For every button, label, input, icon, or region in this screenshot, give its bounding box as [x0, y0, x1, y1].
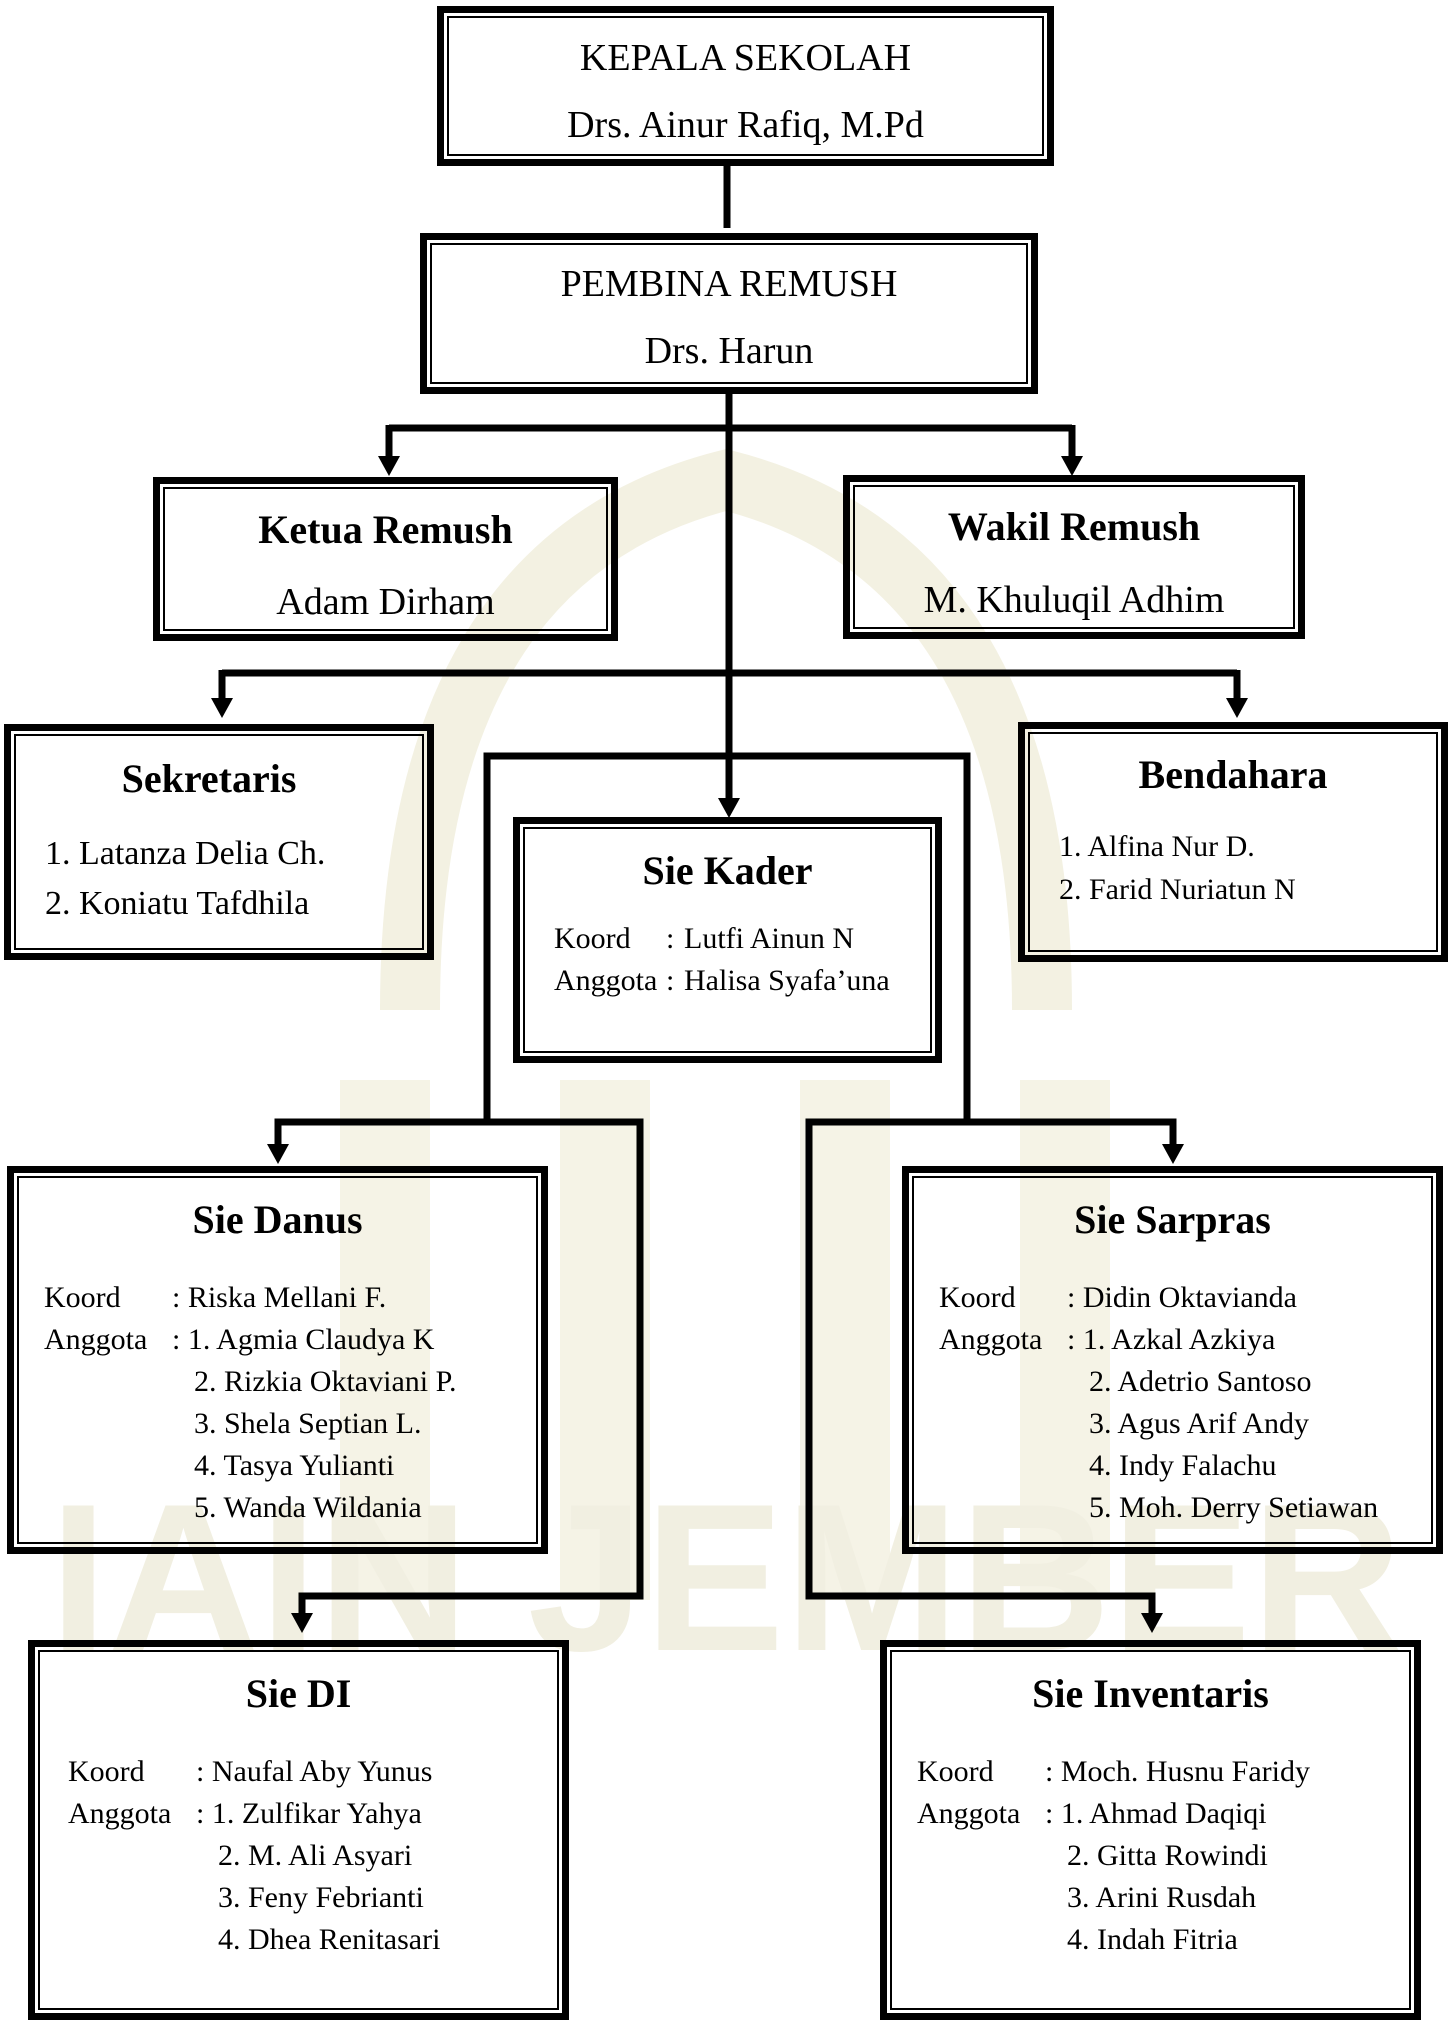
bendahara-member: 2. Farid Nuriatun N — [1059, 873, 1296, 906]
koord-label: Koord — [68, 1755, 145, 1788]
member-name: : 1. Azkal Azkiya — [1067, 1323, 1276, 1356]
anggota-label: Anggota — [44, 1323, 148, 1356]
anggota-label: Anggota — [939, 1323, 1043, 1356]
ketua-title: Ketua Remush — [258, 507, 513, 552]
bendahara-title: Bendahara — [1138, 752, 1328, 797]
member-name: : 1. Zulfikar Yahya — [196, 1797, 422, 1830]
member-name: : 1. Agmia Claudya K — [172, 1323, 435, 1356]
member-name: 4. Tasya Yulianti — [194, 1449, 395, 1482]
member-name: 4. Indah Fitria — [1067, 1923, 1238, 1956]
di-title: Sie DI — [245, 1671, 352, 1716]
koord-label: Koord — [554, 922, 631, 955]
member-name: 2. Adetrio Santoso — [1089, 1365, 1312, 1398]
kepala-name: Drs. Ainur Rafiq, M.Pd — [567, 104, 924, 146]
sie-inventaris-box: Sie Inventaris Koord : Moch. Husnu Farid… — [880, 1640, 1421, 2020]
sekretaris-member: 1. Latanza Delia Ch. — [45, 835, 326, 872]
anggota-label: Anggota — [554, 964, 658, 997]
sie-kader-box: Sie Kader Koord : Lutfi Ainun N Anggota … — [513, 817, 942, 1063]
pembina-box: PEMBINA REMUSH Drs. Harun — [420, 233, 1038, 394]
bendahara-member: 1. Alfina Nur D. — [1059, 830, 1255, 863]
member-name: 3. Feny Febrianti — [218, 1881, 424, 1914]
sekretaris-member: 2. Koniatu Tafdhila — [45, 885, 310, 922]
kepala-sekolah-box: KEPALA SEKOLAH Drs. Ainur Rafiq, M.Pd — [437, 6, 1054, 166]
koord-label: Koord — [44, 1281, 121, 1314]
inventaris-title: Sie Inventaris — [1032, 1671, 1269, 1716]
koord-label: Koord — [917, 1755, 994, 1788]
sekretaris-title: Sekretaris — [121, 756, 297, 801]
wakil-title: Wakil Remush — [947, 504, 1201, 549]
sarpras-title: Sie Sarpras — [1074, 1197, 1271, 1242]
sie-di-box: Sie DI Koord : Naufal Aby Yunus Anggota … — [28, 1640, 569, 2020]
member-name: 5. Wanda Wildania — [194, 1491, 422, 1524]
sie-sarpras-box: Sie Sarpras Koord : Didin Oktavianda Ang… — [902, 1166, 1443, 1554]
member-name: 4. Dhea Renitasari — [218, 1923, 441, 1956]
koord-name: Lutfi Ainun N — [684, 922, 854, 955]
member-name: : 1. Ahmad Daqiqi — [1045, 1797, 1267, 1830]
member-name: 3. Shela Septian L. — [194, 1407, 422, 1440]
member-name: 2. Gitta Rowindi — [1067, 1839, 1268, 1872]
bendahara-box: Bendahara 1. Alfina Nur D. 2. Farid Nuri… — [1018, 722, 1448, 962]
wakil-box: Wakil Remush M. Khuluqil Adhim — [843, 475, 1305, 639]
koord-name: : Naufal Aby Yunus — [196, 1755, 433, 1788]
koord-name: : Moch. Husnu Faridy — [1045, 1755, 1310, 1788]
ketua-box: Ketua Remush Adam Dirham — [153, 477, 618, 641]
member-name: 3. Agus Arif Andy — [1089, 1407, 1310, 1440]
colon: : — [666, 922, 675, 955]
anggota-name: Halisa Syafa’una — [684, 964, 890, 997]
koord-name: : Riska Mellani F. — [172, 1281, 387, 1314]
wakil-name: M. Khuluqil Adhim — [923, 579, 1225, 621]
koord-label: Koord — [939, 1281, 1016, 1314]
member-name: 5. Moh. Derry Setiawan — [1089, 1491, 1379, 1524]
kader-title: Sie Kader — [642, 848, 813, 893]
pembina-name: Drs. Harun — [644, 330, 814, 372]
koord-name: : Didin Oktavianda — [1067, 1281, 1297, 1314]
member-name: 2. Rizkia Oktaviani P. — [194, 1365, 457, 1398]
ketua-name: Adam Dirham — [276, 581, 495, 623]
colon: : — [666, 964, 675, 997]
member-name: 3. Arini Rusdah — [1067, 1881, 1257, 1914]
sekretaris-box: Sekretaris 1. Latanza Delia Ch. 2. Konia… — [4, 724, 434, 960]
kepala-title: KEPALA SEKOLAH — [579, 37, 912, 79]
watermark-text: IAIN JEMBER — [49, 1460, 1403, 1695]
pembina-title: PEMBINA REMUSH — [560, 263, 898, 305]
anggota-label: Anggota — [68, 1797, 172, 1830]
sie-danus-box: Sie Danus Koord : Riska Mellani F. Anggo… — [7, 1166, 548, 1554]
member-name: 4. Indy Falachu — [1089, 1449, 1277, 1482]
member-name: 2. M. Ali Asyari — [218, 1839, 413, 1872]
danus-title: Sie Danus — [192, 1197, 363, 1242]
anggota-label: Anggota — [917, 1797, 1021, 1830]
